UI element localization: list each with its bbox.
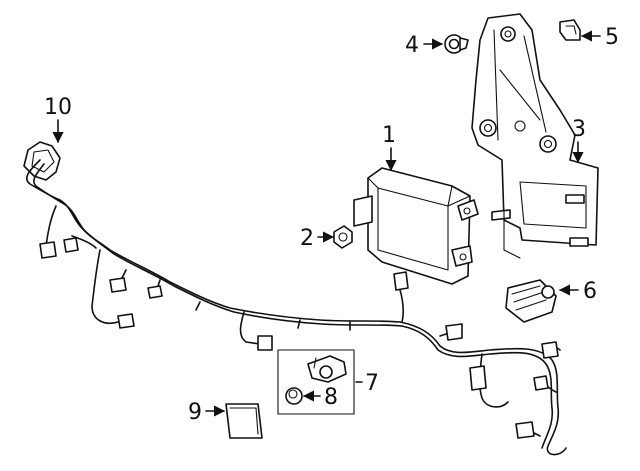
nut-part [333, 225, 353, 249]
radar-module-part [353, 167, 479, 285]
callout-1: 1 [382, 123, 397, 172]
clip-part [559, 19, 581, 41]
callout-3: 3 [572, 117, 586, 164]
callout-9: 9 [188, 400, 226, 425]
callout-9-label: 9 [188, 400, 202, 425]
callout-2: 2 [300, 226, 335, 251]
sensor-kit-box [277, 349, 355, 415]
callout-5: 5 [580, 25, 619, 50]
callout-7: 7 [355, 371, 379, 396]
callout-4-label: 4 [405, 33, 419, 58]
pad-part [225, 403, 263, 439]
callout-8: 8 [302, 385, 338, 410]
connector-part [505, 279, 557, 323]
callout-6-label: 6 [583, 279, 597, 304]
push-pin-part [444, 34, 469, 54]
callout-4: 4 [405, 33, 444, 58]
wiring-harness-part [23, 141, 567, 456]
callout-2-label: 2 [300, 226, 314, 251]
callout-6: 6 [558, 279, 597, 304]
callout-8-label: 8 [324, 385, 338, 410]
sensor-retainer-part [285, 387, 303, 405]
mounting-bracket-part [471, 13, 599, 259]
callout-7-label: 7 [365, 371, 379, 396]
sensor-part [307, 355, 347, 383]
callout-10-label: 10 [44, 95, 72, 120]
callout-10: 10 [44, 95, 72, 144]
callout-5-label: 5 [605, 25, 619, 50]
callout-3-label: 3 [572, 117, 586, 142]
callout-1-label: 1 [382, 123, 396, 148]
